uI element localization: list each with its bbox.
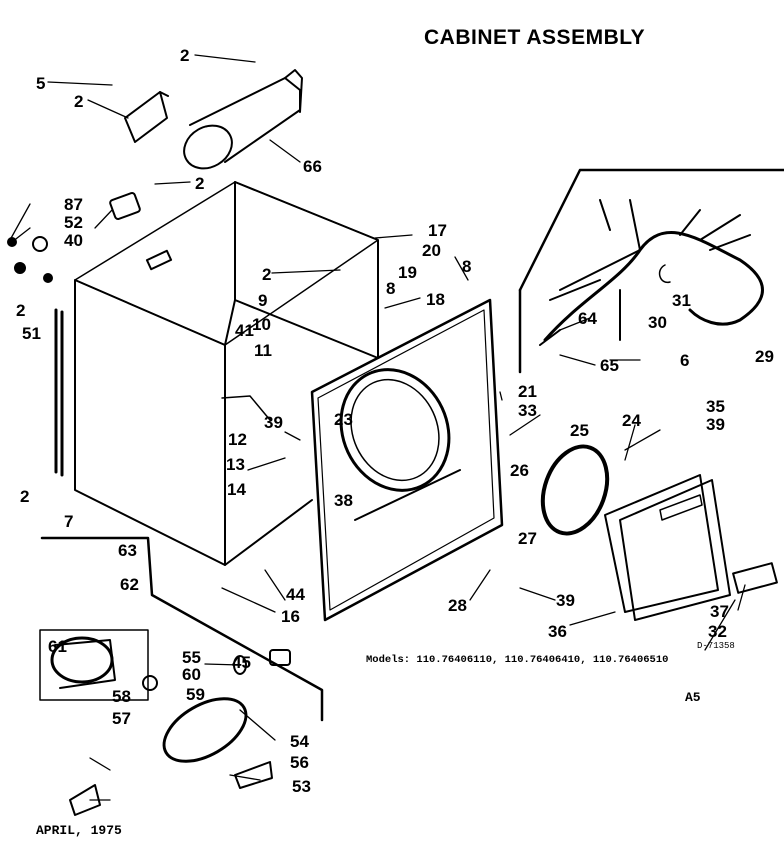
part-number-label: 40 (64, 231, 83, 250)
part-number-label: 2 (20, 487, 30, 506)
document-number: D-71358 (697, 641, 735, 651)
part-number-label: 39 (706, 415, 725, 434)
part-number-label: 66 (303, 157, 322, 176)
part-number-label: 36 (548, 622, 567, 641)
part-number-label: 38 (334, 491, 353, 510)
exhaust-duct (183, 69, 303, 170)
part-number-label: 30 (648, 313, 667, 332)
part-number-label: 18 (426, 290, 445, 309)
part-number-label: 63 (118, 541, 137, 560)
part-number-label: 60 (182, 665, 201, 684)
part-number-label: 32 (708, 622, 727, 641)
part-number-label: 9 (258, 291, 268, 310)
door-assembly (540, 444, 778, 621)
part-number-label: 23 (334, 410, 353, 429)
page-code: A5 (685, 690, 701, 705)
part-number-label: 2 (74, 92, 84, 111)
part-number-label: 51 (22, 324, 41, 343)
part-number-label: 39 (264, 413, 283, 432)
part-number-label: 8 (386, 279, 396, 298)
part-number-label: 16 (281, 607, 300, 626)
part-number-label: 2 (180, 46, 190, 65)
diagram-title: CABINET ASSEMBLY (424, 26, 646, 49)
part-number-label: 24 (622, 411, 641, 430)
part-number-label: 13 (226, 455, 245, 474)
part-number-label: 6 (680, 351, 690, 370)
part-number-label: 37 (710, 602, 729, 621)
front-panel (310, 298, 504, 622)
part-number-label: 5 (36, 74, 46, 93)
part-number-label: 87 (64, 195, 83, 214)
part-number-label: 17 (428, 221, 447, 240)
part-number-label: 10 (252, 315, 271, 334)
models-text: Models: 110.76406110, 110.76406410, 110.… (366, 654, 669, 666)
part-number-label: 27 (518, 529, 537, 548)
part-number-label: 19 (398, 263, 417, 282)
part-number-label: 44 (286, 585, 305, 604)
part-number-label: 65 (600, 356, 619, 375)
part-number-label: 25 (570, 421, 589, 440)
part-number-label: 14 (227, 480, 246, 499)
part-number-label: 11 (254, 341, 272, 360)
date-text: APRIL, 1975 (36, 823, 122, 838)
part-number-label: 55 (182, 648, 201, 667)
motor-region (39, 536, 324, 816)
part-number-label: 33 (518, 401, 537, 420)
part-number-label: 8 (462, 257, 472, 276)
cabinet-body (54, 181, 379, 566)
part-number-label: 41 (235, 321, 254, 340)
part-number-label: 54 (290, 732, 309, 751)
part-number-label: 26 (510, 461, 529, 480)
part-number-label: 7 (64, 512, 74, 531)
part-number-label: 2 (16, 301, 26, 320)
bracket-plate (124, 91, 169, 143)
part-number-label: 56 (290, 753, 309, 772)
part-number-label: 31 (672, 291, 691, 310)
part-number-label: 28 (448, 596, 467, 615)
part-number-label: 12 (228, 430, 247, 449)
part-number-label: 58 (112, 687, 131, 706)
leader-lines (9, 54, 746, 801)
part-number-label: 35 (706, 397, 725, 416)
part-number-label: 2 (195, 174, 205, 193)
part-number-label: 39 (556, 591, 575, 610)
part-number-label: 20 (422, 241, 441, 260)
part-number-label: 59 (186, 685, 205, 704)
part-number-label: 57 (112, 709, 131, 728)
part-number-label: 52 (64, 213, 83, 232)
wire-harness-box (518, 168, 784, 374)
part-number-label: 2 (262, 265, 272, 284)
part-number-label: 45 (232, 653, 251, 672)
part-number-label: 62 (120, 575, 139, 594)
part-number-label: 64 (578, 309, 597, 328)
part-number-label: 61 (48, 637, 67, 656)
part-number-label: 53 (292, 777, 311, 796)
part-number-label: 29 (755, 347, 774, 366)
part-number-label: 21 (518, 382, 537, 401)
